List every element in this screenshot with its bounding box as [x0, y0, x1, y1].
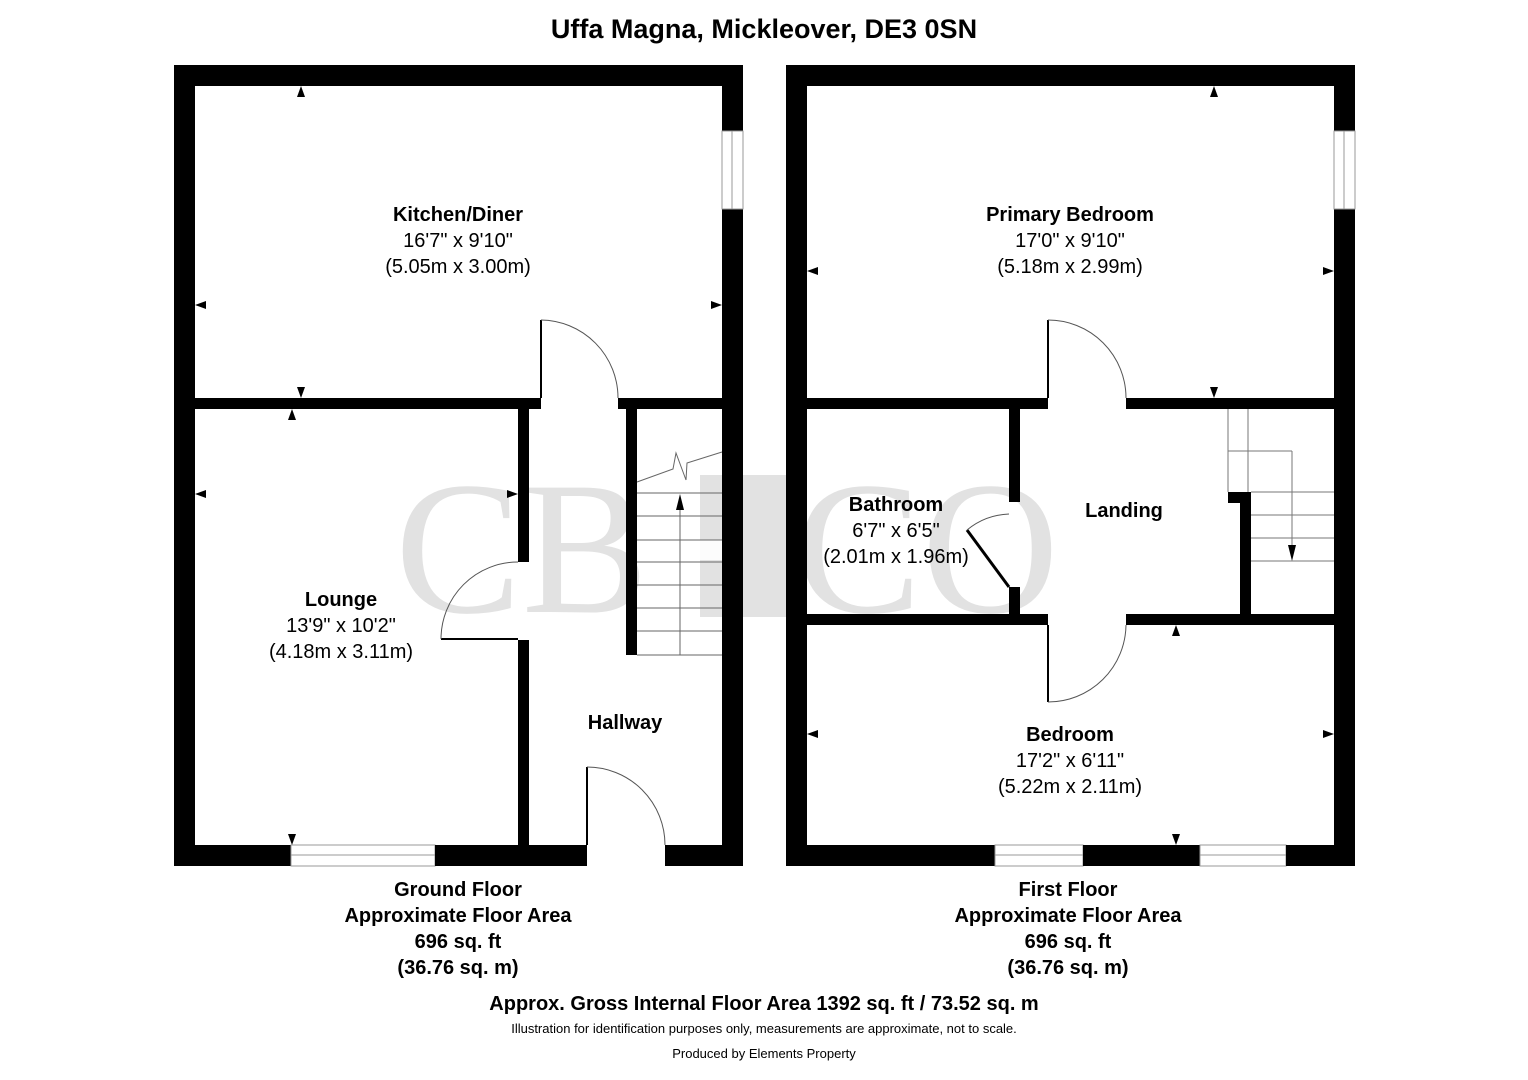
ff-wall-bedroom-right	[1126, 614, 1355, 625]
room-dimensions-metric: (2.01m x 1.96m)	[823, 546, 969, 568]
floor-area-sqm: (36.76 sq. m)	[1007, 957, 1129, 979]
gf-window-kitchen-icon	[721, 130, 744, 210]
ff-window-primary-bedroom-icon	[1333, 130, 1356, 210]
gf-dimension-arrows-icon	[195, 86, 722, 845]
first-floor-plan	[786, 65, 1356, 867]
room-dimensions-imperial: 17'2" x 6'11"	[1015, 750, 1125, 772]
gf-wall-lounge-hall-lower	[518, 640, 529, 845]
ff-wall-left	[786, 65, 807, 866]
room-name: Bathroom	[848, 494, 944, 516]
gf-wall-bottom-right	[665, 845, 743, 866]
ff-window-bedroom-left-icon	[994, 844, 1084, 867]
ff-wall-bottom-right	[1286, 845, 1355, 866]
room-dimensions-imperial: 13'9" x 10'2"	[286, 615, 396, 637]
ff-wall-bedroom-left	[786, 614, 1048, 625]
gf-wall-stairs	[626, 398, 637, 655]
ff-wall-bottom-left	[786, 845, 995, 866]
plan-title: Uffa Magna, Mickleover, DE3 0SN	[550, 14, 978, 44]
ff-wall-right-upper	[1334, 65, 1355, 131]
gf-door-kitchen-icon	[540, 319, 619, 399]
gf-door-front-icon	[586, 766, 666, 846]
ff-door-bedroom-icon	[1047, 624, 1127, 703]
room-dimensions-imperial: 16'7" x 9'10"	[403, 230, 513, 252]
room-label-hallway: Hallway	[588, 710, 662, 736]
floor-area-sqft: 696 sq. ft	[414, 931, 502, 953]
gf-wall-kitchen-stairs	[618, 398, 743, 409]
ff-wall-stair	[1240, 492, 1251, 614]
gf-wall-right-upper	[722, 65, 743, 131]
first-floor-caption: First Floor Approximate Floor Area 696 s…	[954, 877, 1181, 981]
gf-window-lounge-icon	[290, 844, 436, 867]
ff-wall-bottom-mid	[1083, 845, 1200, 866]
ground-floor-plan	[174, 65, 744, 867]
room-dimensions-metric: (5.05m x 3.00m)	[385, 256, 531, 278]
gf-wall-lounge-hall-upper	[518, 398, 529, 562]
room-dimensions-metric: (5.18m x 2.99m)	[997, 256, 1143, 278]
room-dimensions-metric: (4.18m x 3.11m)	[268, 641, 414, 663]
gf-stairs-icon	[636, 451, 723, 656]
room-label-kitchen-diner: Kitchen/Diner 16'7" x 9'10" (5.05m x 3.0…	[385, 202, 531, 280]
room-dimensions-imperial: 17'0" x 9'10"	[1015, 230, 1125, 252]
gf-wall-bottom-left	[174, 845, 291, 866]
room-label-bedroom: Bedroom 17'2" x 6'11" (5.22m x 2.11m)	[998, 722, 1142, 800]
room-dimensions-metric: (5.22m x 2.11m)	[997, 776, 1143, 798]
ff-wall-primary-right	[1126, 398, 1355, 409]
gf-wall-kitchen-lounge	[174, 398, 541, 409]
gf-wall-top	[174, 65, 743, 86]
room-name: Bedroom	[1026, 724, 1114, 746]
gf-wall-bottom-mid	[435, 845, 587, 866]
gf-wall-left	[174, 65, 195, 866]
ff-wall-top	[786, 65, 1355, 86]
ff-door-primary-bedroom-icon	[1047, 319, 1127, 399]
floor-area-sqm: (36.76 sq. m)	[397, 957, 519, 979]
gross-floor-area: Approx. Gross Internal Floor Area 1392 s…	[489, 993, 1039, 1015]
room-label-primary-bedroom: Primary Bedroom 17'0" x 9'10" (5.18m x 2…	[986, 202, 1154, 280]
ground-floor-caption: Ground Floor Approximate Floor Area 696 …	[344, 877, 571, 981]
ff-dimension-arrows-icon	[807, 86, 1334, 845]
ff-door-bathroom-icon	[965, 513, 1011, 588]
room-label-bathroom: Bathroom 6'7" x 6'5" (2.01m x 1.96m)	[823, 492, 969, 570]
room-name: Hallway	[587, 712, 663, 734]
producer-credit: Produced by Elements Property	[672, 1046, 856, 1061]
ff-wall-bath-lower	[1009, 587, 1020, 625]
room-name: Lounge	[304, 589, 378, 611]
room-label-landing: Landing	[1085, 498, 1163, 524]
disclaimer-text: Illustration for identification purposes…	[511, 1021, 1017, 1036]
ff-stairs-icon	[1227, 409, 1334, 562]
floor-area-label: Approximate Floor Area	[344, 905, 572, 927]
floor-area-sqft: 696 sq. ft	[1024, 931, 1112, 953]
floor-name: Ground Floor	[394, 879, 522, 901]
gf-wall-right-lower	[722, 209, 743, 866]
ff-wall-bath-upper	[1009, 398, 1020, 502]
ff-window-bedroom-right-icon	[1199, 844, 1287, 867]
room-name: Kitchen/Diner	[392, 204, 524, 226]
floor-name: First Floor	[1018, 879, 1118, 901]
room-name: Landing	[1085, 500, 1163, 522]
ff-wall-primary-left	[786, 398, 1048, 409]
gf-door-lounge-icon	[440, 561, 519, 640]
room-label-lounge: Lounge 13'9" x 10'2" (4.18m x 3.11m)	[269, 587, 413, 665]
ff-wall-right-lower	[1334, 209, 1355, 866]
room-dimensions-imperial: 6'7" x 6'5"	[852, 520, 940, 542]
floor-area-label: Approximate Floor Area	[954, 905, 1182, 927]
room-name: Primary Bedroom	[986, 204, 1154, 226]
